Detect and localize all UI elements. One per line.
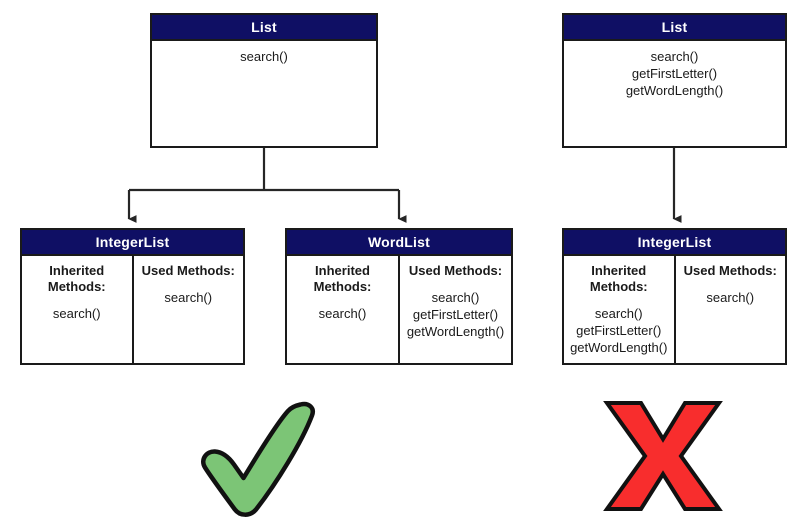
right-child-integerlist-name: IntegerList	[564, 230, 785, 256]
inherited-methods-label: Inherited Methods:	[564, 263, 674, 295]
check-mark-icon	[196, 392, 320, 518]
inherited-methods-column: Inherited Methods: search()	[287, 256, 400, 363]
cross-mark-icon	[601, 397, 725, 515]
method-item: search()	[706, 290, 755, 305]
right-parent-class-name: List	[564, 15, 785, 41]
right-child-integerlist-body: Inherited Methods: search() getFirstLett…	[564, 256, 785, 363]
right-parent-class-box: List search() getFirstLetter() getWordLe…	[562, 13, 787, 148]
inherited-label-line2: Methods:	[313, 279, 372, 294]
inherited-methods-column: Inherited Methods: search()	[22, 256, 134, 363]
inherited-label-line2: Methods:	[47, 279, 106, 294]
method-item: search()	[318, 306, 367, 321]
inherited-methods-column: Inherited Methods: search() getFirstLett…	[564, 256, 676, 363]
method-item: search()	[164, 290, 213, 305]
method-item: getFirstLetter()	[576, 323, 662, 338]
method-item: search()	[52, 306, 101, 321]
left-parent-class-name: List	[152, 15, 376, 41]
left-parent-method-list: search()	[152, 41, 376, 146]
used-methods-label: Used Methods:	[683, 263, 777, 278]
method-item: search()	[431, 290, 480, 305]
method-item: search()	[650, 49, 699, 64]
inherited-methods-label: Inherited Methods:	[22, 263, 132, 295]
used-methods-label: Used Methods:	[408, 263, 503, 278]
used-methods-column: Used Methods: search()	[676, 256, 786, 363]
method-item: getFirstLetter()	[631, 66, 718, 81]
left-parent-body: search()	[152, 41, 376, 146]
left-child-wordlist-body: Inherited Methods: search() Used Methods…	[287, 256, 511, 363]
right-child-integerlist-box: IntegerList Inherited Methods: search() …	[562, 228, 787, 365]
method-item: search()	[594, 306, 643, 321]
method-item: getWordLength()	[406, 324, 505, 339]
inherited-methods-label: Inherited Methods:	[287, 263, 398, 295]
right-parent-method-list: search() getFirstLetter() getWordLength(…	[564, 41, 785, 146]
used-methods-column: Used Methods: search()	[134, 256, 244, 363]
used-methods-list: search() getFirstLetter() getWordLength(…	[400, 289, 511, 340]
left-child-integerlist-body: Inherited Methods: search() Used Methods…	[22, 256, 243, 363]
used-methods-label: Used Methods:	[141, 263, 235, 278]
method-item: search()	[240, 49, 288, 64]
inherited-label-line1: Inherited	[315, 263, 370, 278]
left-child-integerlist-name: IntegerList	[22, 230, 243, 256]
left-child-integerlist-box: IntegerList Inherited Methods: search() …	[20, 228, 245, 365]
used-methods-column: Used Methods: search() getFirstLetter() …	[400, 256, 511, 363]
inherited-label-line1: Inherited	[49, 263, 105, 278]
inherited-methods-list: search() getFirstLetter() getWordLength(…	[564, 305, 674, 356]
inherited-methods-list: search()	[22, 305, 132, 322]
used-methods-list: search()	[676, 289, 786, 306]
method-item: getFirstLetter()	[412, 307, 499, 322]
inherited-label-line1: Inherited	[591, 263, 647, 278]
right-parent-body: search() getFirstLetter() getWordLength(…	[564, 41, 785, 146]
method-item: getWordLength()	[570, 340, 668, 355]
inherited-label-line2: Methods:	[589, 279, 648, 294]
left-connector-group	[127, 148, 407, 223]
used-methods-list: search()	[134, 289, 244, 306]
inherited-methods-list: search()	[287, 305, 398, 322]
left-child-wordlist-name: WordList	[287, 230, 511, 256]
left-parent-class-box: List search()	[150, 13, 378, 148]
method-item: getWordLength()	[625, 83, 724, 98]
left-child-wordlist-box: WordList Inherited Methods: search() Use…	[285, 228, 513, 365]
